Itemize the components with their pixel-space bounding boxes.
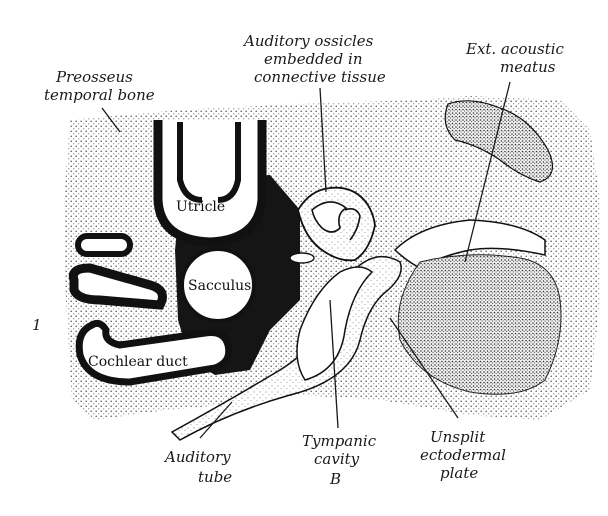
label-preosseus-1: Preosseus xyxy=(55,68,133,86)
label-tympanic-1: Tympanic xyxy=(302,432,377,450)
label-ossicles-1: Auditory ossicles xyxy=(242,32,374,50)
label-meatus-2: meatus xyxy=(500,58,556,76)
margin-mark: 1 xyxy=(32,316,42,334)
label-auditory-1: Auditory xyxy=(163,448,231,466)
utricle-label: Utricle xyxy=(176,199,225,215)
cochlear-duct-label: Cochlear duct xyxy=(88,354,188,370)
label-tympanic-2: cavity xyxy=(314,450,360,468)
label-ossicles-3: connective tissue xyxy=(254,68,386,86)
label-unsplit-1: Unsplit xyxy=(430,428,486,446)
label-meatus-1: Ext. acoustic xyxy=(465,40,565,58)
label-unsplit-2: ectodermal xyxy=(420,446,506,464)
label-ossicles-2: embedded in xyxy=(264,50,363,68)
label-unsplit-3: plate xyxy=(440,464,478,482)
label-preosseus-2: temporal bone xyxy=(44,86,155,104)
utricle xyxy=(158,120,262,242)
label-auditory-2: tube xyxy=(198,468,232,486)
sacculus-label: Sacculus xyxy=(188,278,251,294)
canal-segment-upper xyxy=(78,236,130,254)
figure-letter: B xyxy=(329,470,341,488)
